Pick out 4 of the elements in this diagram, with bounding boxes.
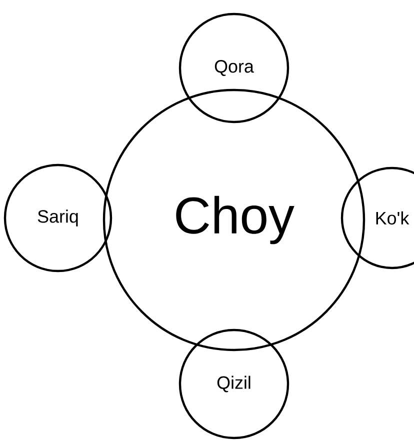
- circle-node: Qora: [178, 12, 290, 124]
- circle-node: Choy: [102, 88, 366, 352]
- circle-node: Sariq: [4, 164, 112, 272]
- circle-node: Qizil: [178, 328, 290, 440]
